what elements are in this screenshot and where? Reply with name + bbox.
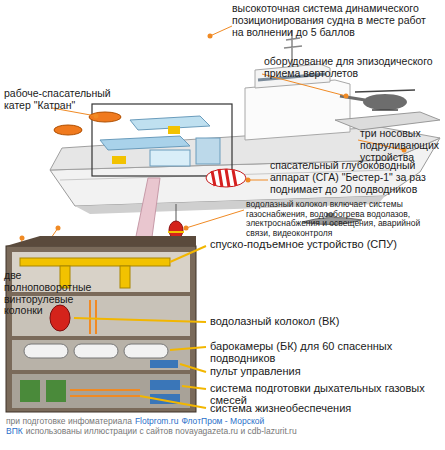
leader-lines-shape [246, 178, 251, 183]
cutaway-module-shape [20, 258, 170, 266]
part-label: барокамеры (БК) для 60 спасенных подводн… [210, 340, 442, 365]
leader-lines-shape [208, 34, 213, 39]
deck-equipment-shape [54, 125, 82, 135]
deck-equipment-shape [89, 112, 121, 122]
callout-text: рабоче-спасательный катер "Катран" [4, 88, 114, 112]
cutaway-module-shape [50, 305, 70, 331]
cutaway-module-shape [12, 374, 190, 408]
cutaway-pointers-shape [182, 386, 206, 389]
cutaway-module-shape [12, 340, 190, 370]
diving-bell-shape [168, 231, 184, 233]
callout-text: две полноповоротные винторулевые колонки [4, 270, 104, 317]
helicopter-shape [372, 109, 398, 111]
cutaway-pointers-shape [170, 347, 206, 350]
cutaway-module [6, 236, 196, 412]
leader-lines-shape [56, 226, 61, 231]
superstructure-shape [245, 80, 350, 140]
rescue-submersible-shape [206, 169, 246, 187]
part-label: водолазный колокол (ВК) [210, 315, 440, 327]
leader-lines-shape [248, 180, 268, 181]
cutaway-module-shape [150, 380, 180, 390]
callout-text: высокоточная система динамического позиц… [232, 3, 438, 38]
leader-lines-shape [210, 26, 232, 36]
cutaway-module-shape [124, 344, 168, 358]
cutaway-module-shape [150, 360, 178, 368]
cutaway-module-shape [70, 390, 140, 396]
superstructure [245, 30, 440, 140]
part-label: система жизнеобеспечения [210, 402, 440, 414]
helicopter-shape [355, 90, 415, 92]
rescue-submersible-shape [212, 169, 236, 187]
cutaway-module-shape [6, 246, 196, 412]
deck-equipment-shape [100, 136, 190, 150]
rescue-submersible [206, 169, 246, 187]
credit-text: использованы иллюстрации с сайтов novaya… [26, 426, 297, 436]
cutaway-module-shape [46, 380, 66, 402]
cutaway-pointers-shape [74, 318, 206, 322]
leader-lines-shape [184, 226, 189, 231]
cutaway-module-shape [120, 266, 130, 288]
helicopter [340, 90, 415, 110]
callout-text: три носовых подруливающих устройства [360, 128, 442, 163]
cutaway-pointers-shape [180, 364, 206, 372]
callout-text: оборудование для эпизодического приема в… [264, 56, 434, 80]
leader-lines-shape [344, 94, 349, 99]
credit-note: при подготовке инфоматериалаFlotprom.ruФ… [6, 417, 306, 437]
helicopter-shape [363, 94, 407, 110]
leader-lines-shape [94, 114, 99, 119]
deck-equipment-shape [112, 156, 126, 164]
cutaway-module-shape [20, 380, 40, 402]
credit-text: при подготовке инфоматериала [6, 416, 132, 426]
cutaway-module-shape [24, 344, 68, 358]
cutaway-module-shape [74, 344, 118, 358]
credit-text: Flotprom.ru [135, 416, 178, 426]
part-label: пульт управления [210, 365, 440, 377]
leader-lines-shape [20, 236, 25, 241]
deck-equipment-shape [196, 138, 220, 164]
diving-bell [168, 204, 184, 239]
deck-equipment-shape [168, 126, 180, 134]
callout-text: спасательный глубоководный аппарат (СГА)… [270, 160, 442, 195]
cutaway-pointers-shape [140, 396, 206, 408]
cutaway-pointers-shape [170, 246, 206, 262]
cutaway-module-shape [90, 300, 96, 334]
deck-equipment-shape [150, 150, 190, 166]
callout-text: водолазный колокол включает системы газо… [246, 200, 442, 238]
cutaway-module-shape [6, 236, 196, 246]
leader-lines-shape [186, 210, 244, 228]
cutaway-pointers [74, 246, 206, 408]
part-label: спуско-подъемное устройство (СПУ) [210, 238, 440, 250]
deck-equipment [54, 104, 232, 176]
diving-bell-shape [176, 204, 177, 222]
